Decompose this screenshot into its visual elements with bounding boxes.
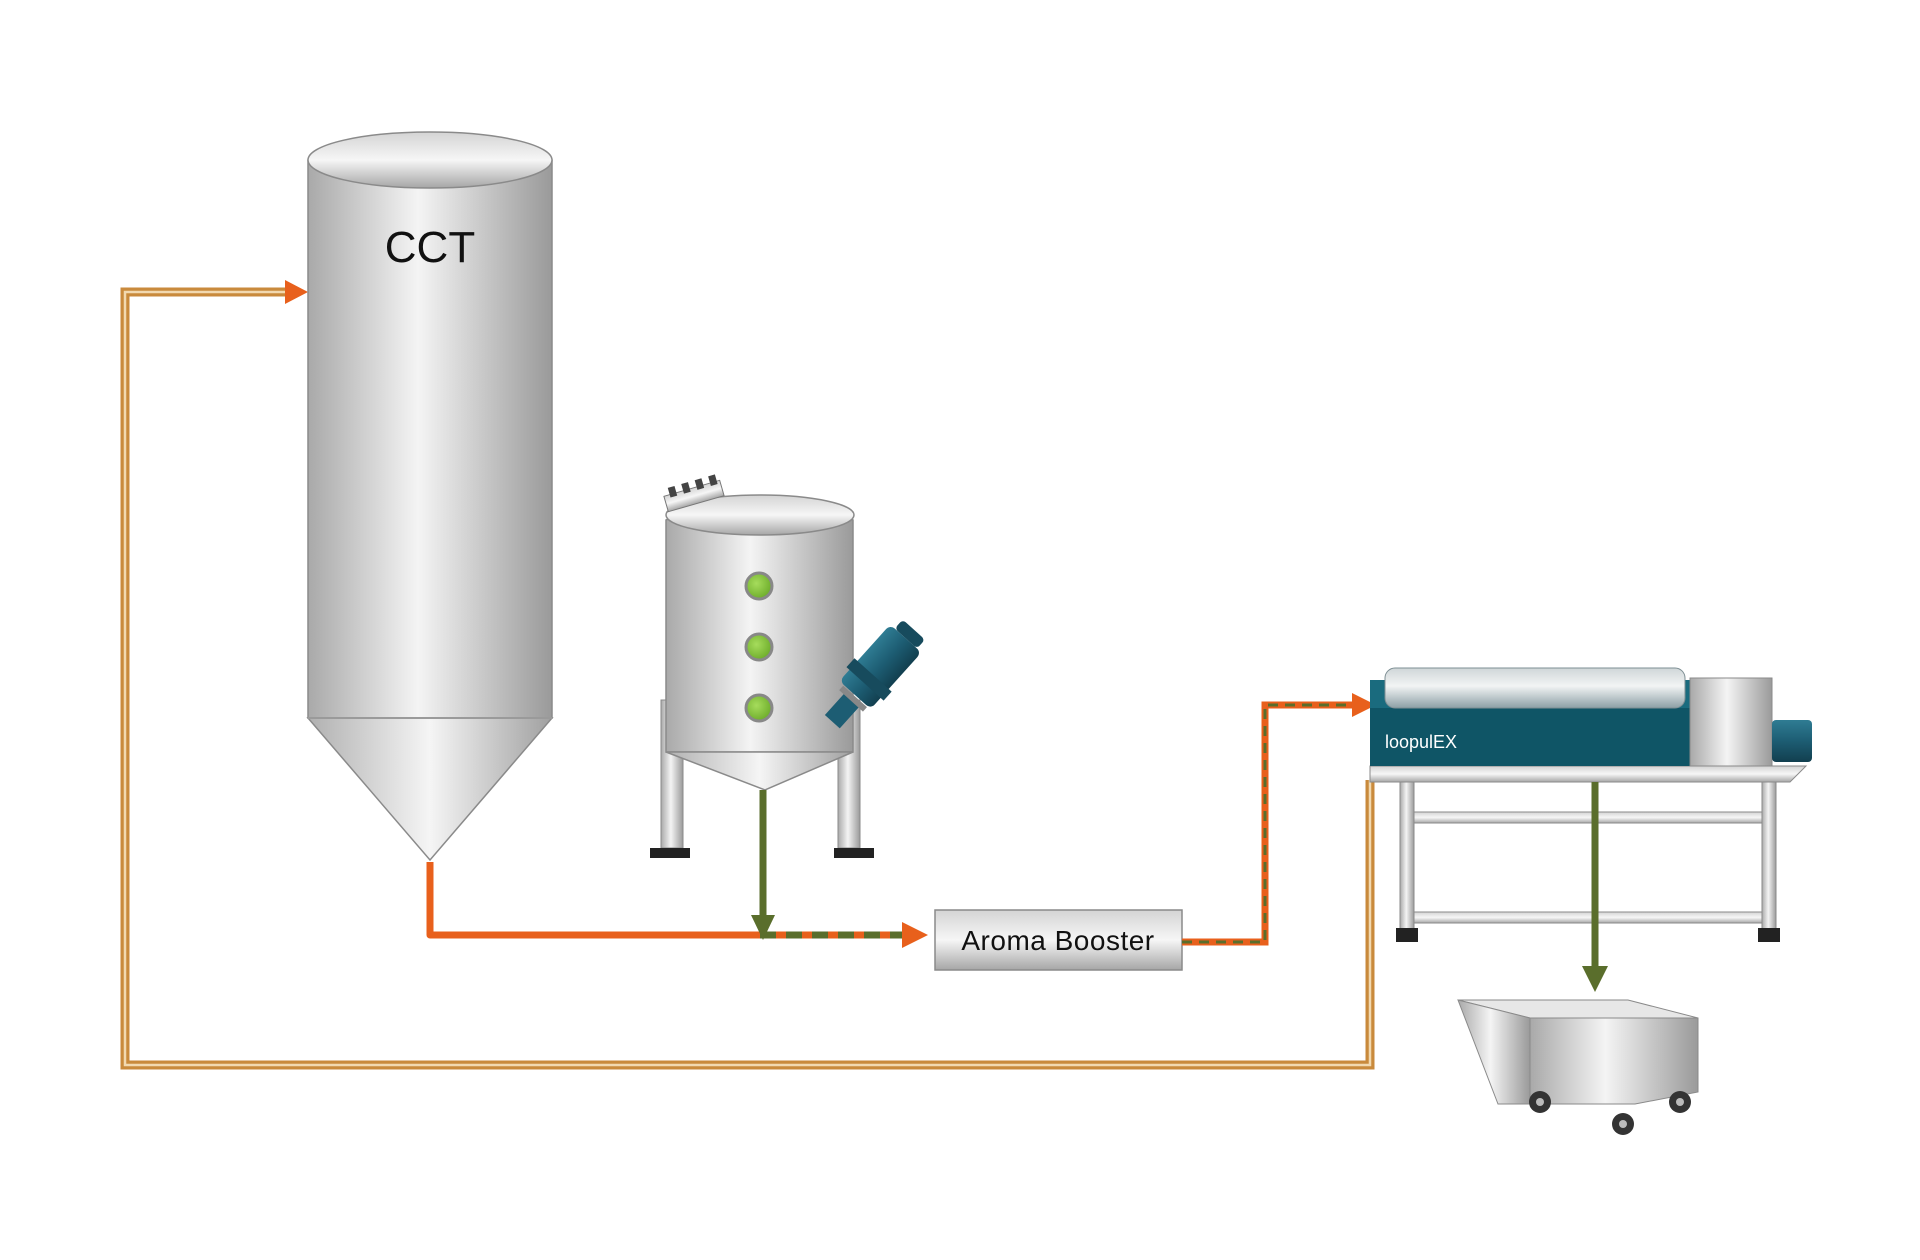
spent-hops-arrow-icon — [1582, 966, 1608, 992]
cct-tank[interactable]: CCT — [306, 131, 554, 862]
cct-label: CCT — [385, 223, 475, 272]
booster-outlet-arrow-icon — [1352, 693, 1376, 717]
manway-icon — [663, 474, 725, 513]
beer-flow-arrow-icon — [902, 922, 928, 948]
return-flow-arrow-icon — [285, 280, 308, 304]
sight-glass-icon — [744, 571, 774, 723]
cart-wheel-icon — [1529, 1091, 1691, 1135]
spent-hops-line — [1582, 782, 1608, 992]
hop-dosing-arrow-icon — [751, 915, 775, 940]
loopulex-label: loopulEX — [1385, 732, 1457, 752]
spent-hops-cart[interactable] — [1457, 999, 1699, 1135]
aroma-booster[interactable]: Aroma Booster — [934, 909, 1183, 971]
loopulex-motor-icon — [1772, 720, 1812, 762]
loopulex-unit[interactable]: loopulEX — [1369, 667, 1812, 942]
beer-flow-line — [426, 862, 928, 948]
return-flow-line — [120, 280, 1375, 1070]
agitator-motor-icon — [824, 621, 924, 729]
aroma-booster-label: Aroma Booster — [961, 925, 1154, 956]
hop-dosing-line — [751, 790, 775, 940]
booster-outlet-line — [1182, 693, 1376, 946]
dosing-vessel[interactable] — [650, 474, 932, 858]
